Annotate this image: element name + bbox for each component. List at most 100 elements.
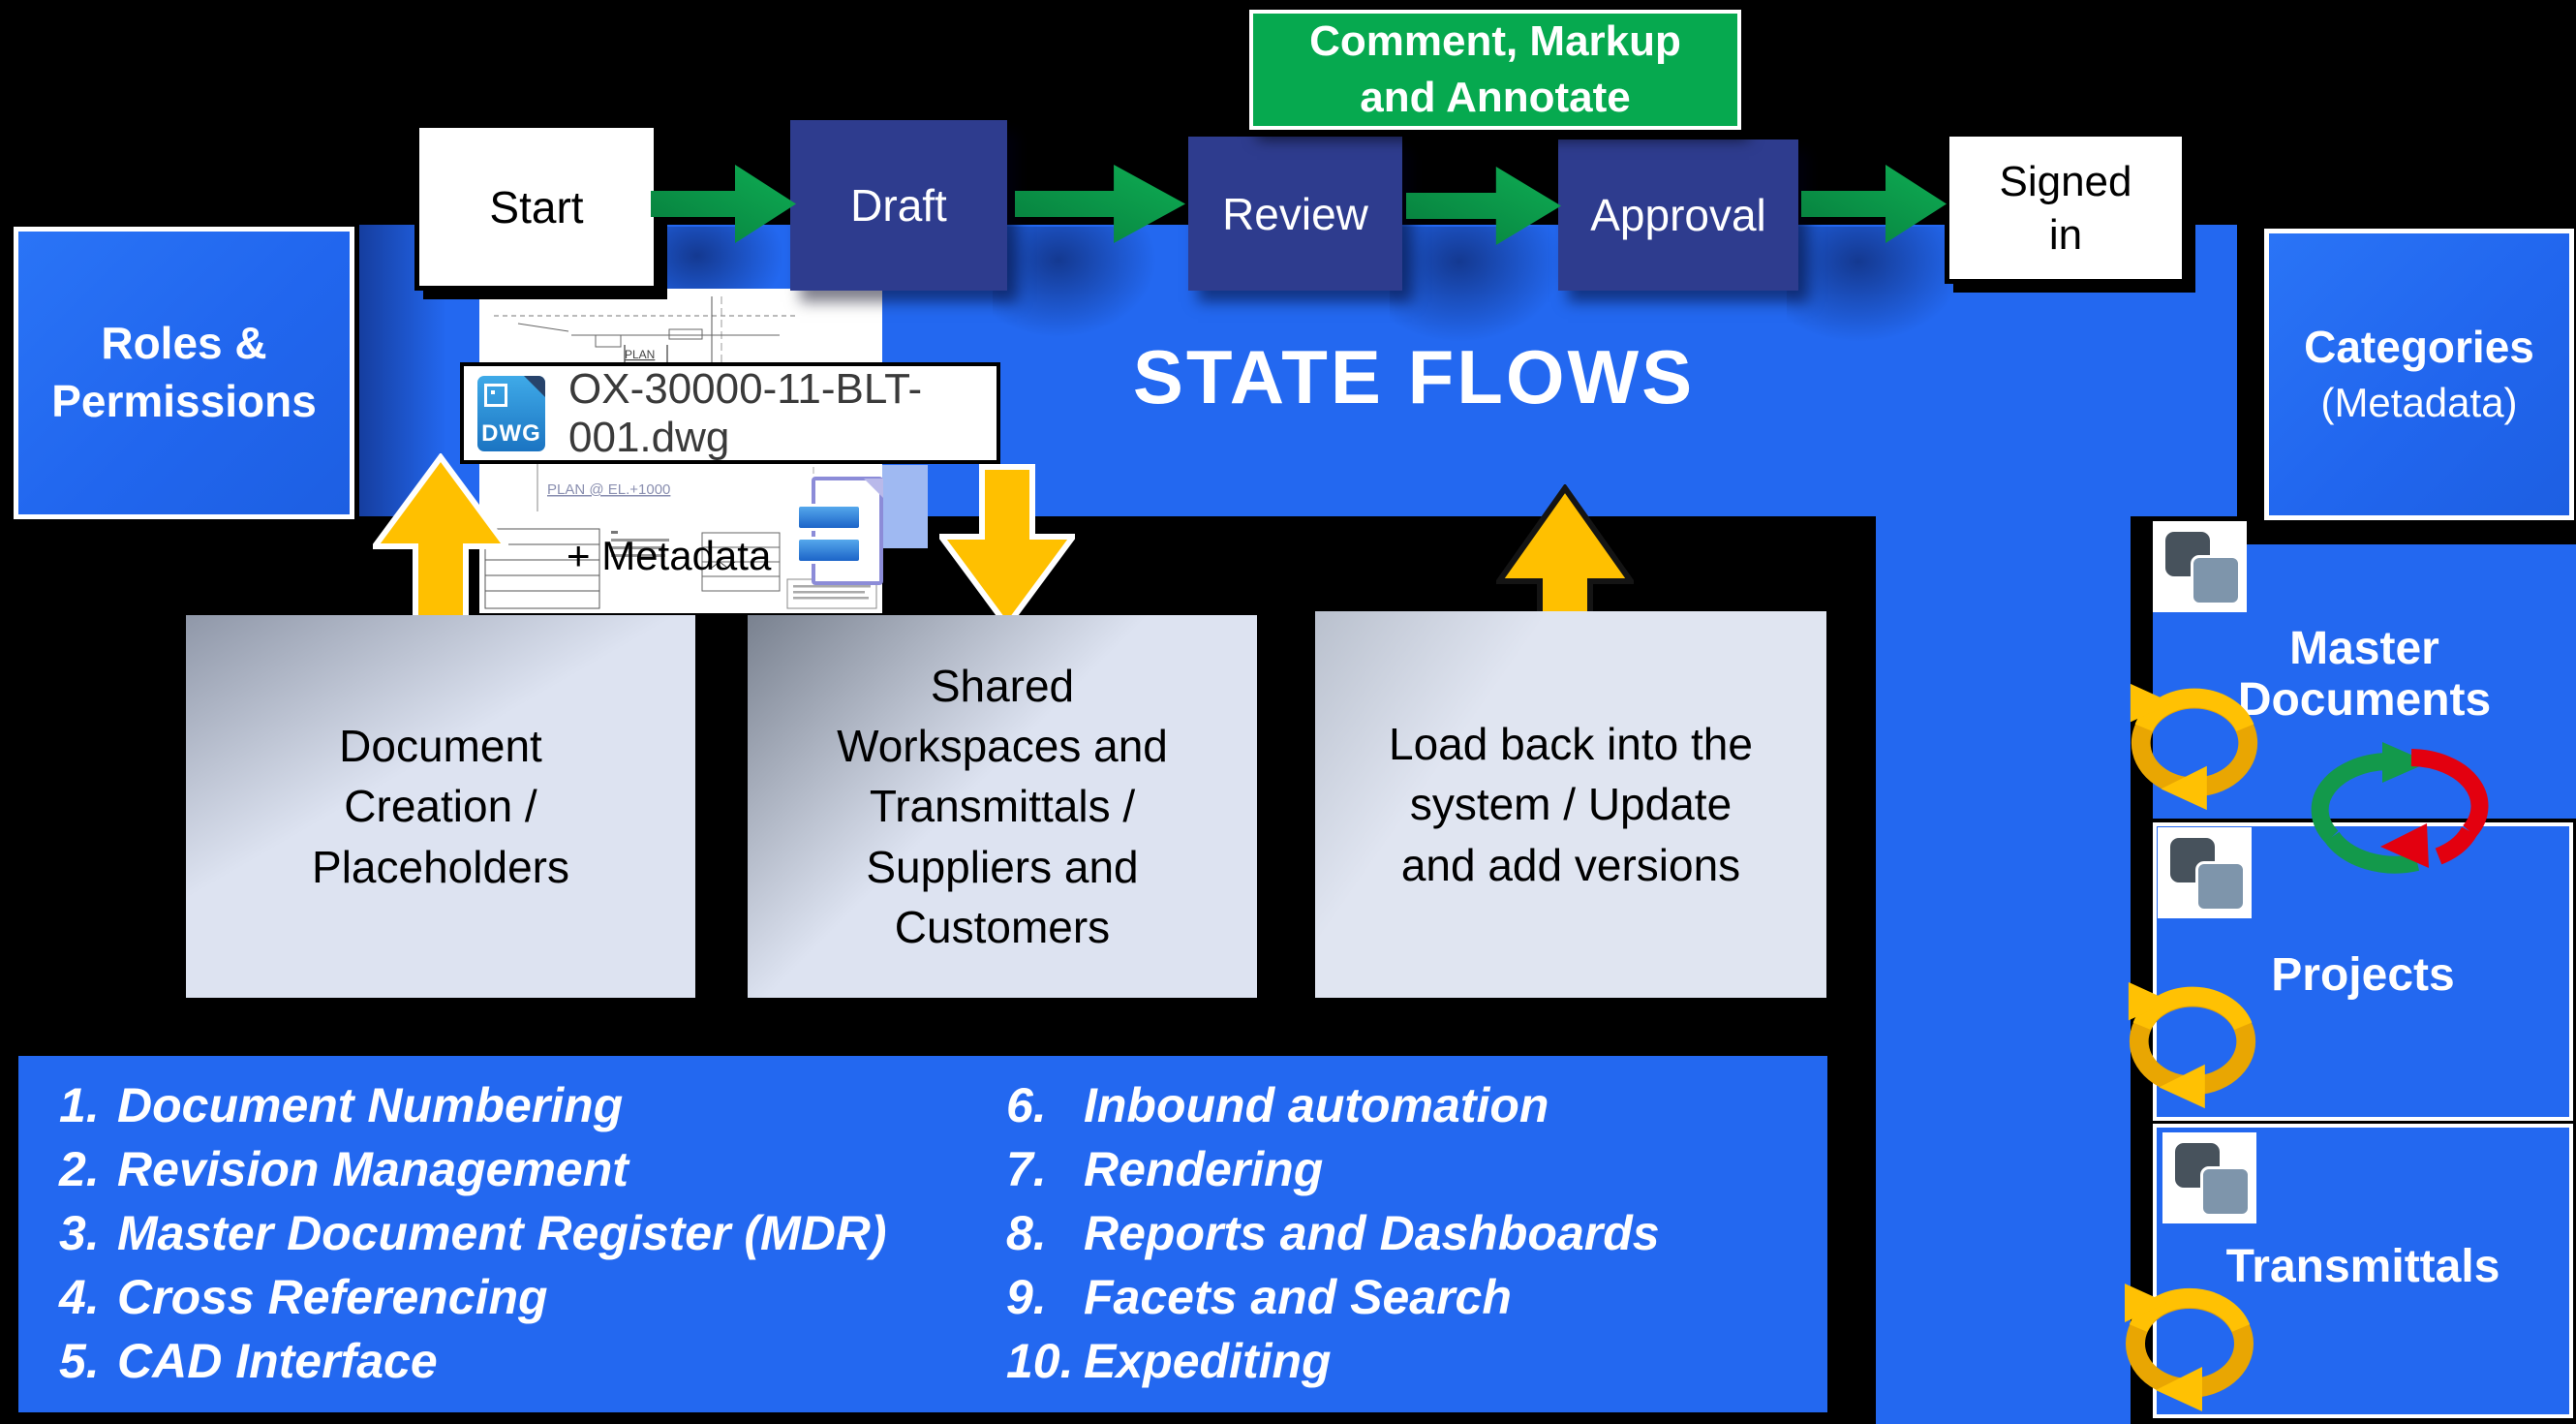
feature-number: 7. (1006, 1142, 1047, 1196)
metadata-field-bar (796, 504, 862, 531)
categories-line1: Categories (2304, 322, 2534, 373)
metadata-field-bar (796, 537, 862, 564)
feature-text: CAD Interface (117, 1334, 438, 1388)
diagram-title: STATE FLOWS (1132, 334, 1696, 419)
sync-cycle-icon (2130, 683, 2258, 811)
document-page (812, 477, 883, 585)
feature-number: 1. (59, 1078, 100, 1132)
feature-number: 6. (1006, 1078, 1047, 1132)
feature-text: Inbound automation (1084, 1078, 1549, 1132)
categories-line2: (Metadata) (2320, 380, 2518, 426)
svg-text:PLAN: PLAN (625, 348, 655, 361)
front-square (2191, 555, 2241, 605)
sync-cycle-icon (2125, 1284, 2254, 1411)
process3-line1: Load back into the (1389, 719, 1753, 770)
feature-item: 10.Expediting (1006, 1329, 1660, 1393)
dwg-file-icon: DWG (477, 375, 545, 451)
metadata-label: + Metadata (567, 533, 772, 578)
front-square (2195, 861, 2246, 912)
state-approval-label: Approval (1590, 190, 1766, 240)
feature-item: 6. Inbound automation (1006, 1073, 1660, 1137)
front-square (2200, 1166, 2251, 1217)
process2-line1: Shared (930, 661, 1075, 712)
features-column-right: 6. Inbound automation 7. Rendering 8. Repor… (1006, 1073, 1660, 1393)
process2-line4: Suppliers and (866, 841, 1139, 892)
process1-line2: Creation / (344, 781, 537, 832)
features-list-panel: 1. Document Numbering 2. Revision Manageme… (18, 1056, 1827, 1412)
feature-number: 10. (1006, 1334, 1074, 1388)
master-line2: Documents (2237, 673, 2492, 726)
process2-line5: Customers (894, 901, 1111, 952)
features-column-left: 1. Document Numbering 2. Revision Manageme… (59, 1073, 887, 1393)
master-documents-label: Master Documents (2153, 623, 2576, 727)
flow-arrow-icon (651, 165, 796, 243)
flow-arrow-icon (1406, 167, 1561, 245)
master-line1: Master (2289, 623, 2439, 674)
feature-item: 3.Master Document Register (MDR) (59, 1201, 887, 1265)
state-draft-label: Draft (850, 180, 947, 231)
feature-item: 5. CAD Interface (59, 1329, 887, 1393)
feature-number: 8. (1006, 1206, 1047, 1260)
flow-arrow-icon (1801, 165, 1947, 243)
feature-text: Rendering (1084, 1142, 1324, 1196)
documents-icon (2162, 1132, 2256, 1223)
shadow (1390, 227, 1564, 343)
comment-markup-annotate-box: Comment, Markup and Annotate (1249, 10, 1741, 130)
roles-line2: Permissions (51, 376, 317, 426)
state-signed-in: Signed in (1945, 132, 2187, 284)
flow-arrow-icon (1015, 165, 1185, 243)
categories-metadata-box: Categories (Metadata) (2264, 229, 2574, 520)
process2-line3: Transmittals / (869, 781, 1136, 832)
feature-number: 9. (1006, 1270, 1047, 1324)
feature-number: 4. (59, 1270, 100, 1324)
annotation-line1: Comment, Markup (1309, 16, 1681, 65)
process3-line3: and add versions (1400, 839, 1741, 890)
process2-line2: Workspaces and (837, 721, 1168, 772)
transmittals-label: Transmittals (2225, 1241, 2500, 1292)
process1-line3: Placeholders (312, 841, 569, 892)
page-fold (864, 479, 883, 498)
feature-text: Document Numbering (117, 1078, 624, 1132)
annotation-line2: and Annotate (1360, 74, 1631, 121)
state-review: Review (1188, 137, 1402, 291)
state-signed-in-label: Signed in (1999, 157, 2132, 259)
feature-text: Revision Management (117, 1142, 629, 1196)
state-start-label: Start (489, 181, 584, 232)
feature-text: Reports and Dashboards (1084, 1206, 1660, 1260)
roles-permissions-box: Roles & Permissions (14, 227, 354, 519)
highlight-strip (882, 465, 928, 548)
feature-text: Facets and Search (1084, 1270, 1512, 1324)
state-review-label: Review (1222, 188, 1368, 239)
dwg-file-name: OX-30000-11-BLT-001.dwg (568, 364, 923, 461)
state-approval: Approval (1558, 139, 1798, 291)
folded-corner (524, 375, 545, 397)
dwg-file-bar: DWG OX-30000-11-BLT-001.dwg (460, 362, 1000, 464)
feature-item: 7. Rendering (1006, 1137, 1660, 1201)
roles-line1: Roles & (101, 318, 267, 369)
state-draft: Draft (790, 120, 1007, 291)
documents-icon (2153, 521, 2247, 612)
shadow (1787, 227, 1966, 343)
dwg-icon-label: DWG (481, 419, 541, 447)
svg-text:PLAN @ EL.+1000: PLAN @ EL.+1000 (547, 481, 670, 498)
feature-text: Cross Referencing (117, 1270, 548, 1324)
process3-line2: system / Update (1409, 779, 1733, 830)
feature-item: 9. Facets and Search (1006, 1265, 1660, 1329)
shadow (993, 227, 1157, 338)
cad-crosshair-glyph (484, 383, 507, 407)
feature-text: Expediting (1084, 1334, 1332, 1388)
feature-item: 8. Reports and Dashboards (1006, 1201, 1660, 1265)
documents-icon (2158, 827, 2252, 918)
process-load-back: Load back into the system / Update and a… (1315, 611, 1826, 998)
process-document-creation: Document Creation / Placeholders (186, 615, 695, 998)
exchange-cycle-icon (2311, 742, 2489, 874)
feature-item: 1. Document Numbering (59, 1073, 887, 1137)
download-arrow-icon (939, 464, 1075, 630)
state-start: Start (414, 123, 659, 291)
metadata-document-icon (796, 477, 883, 585)
feature-item: 2. Revision Management (59, 1137, 887, 1201)
feature-number: 5. (59, 1334, 100, 1388)
feature-number: 2. (59, 1142, 100, 1196)
projects-label: Projects (2271, 949, 2455, 1001)
